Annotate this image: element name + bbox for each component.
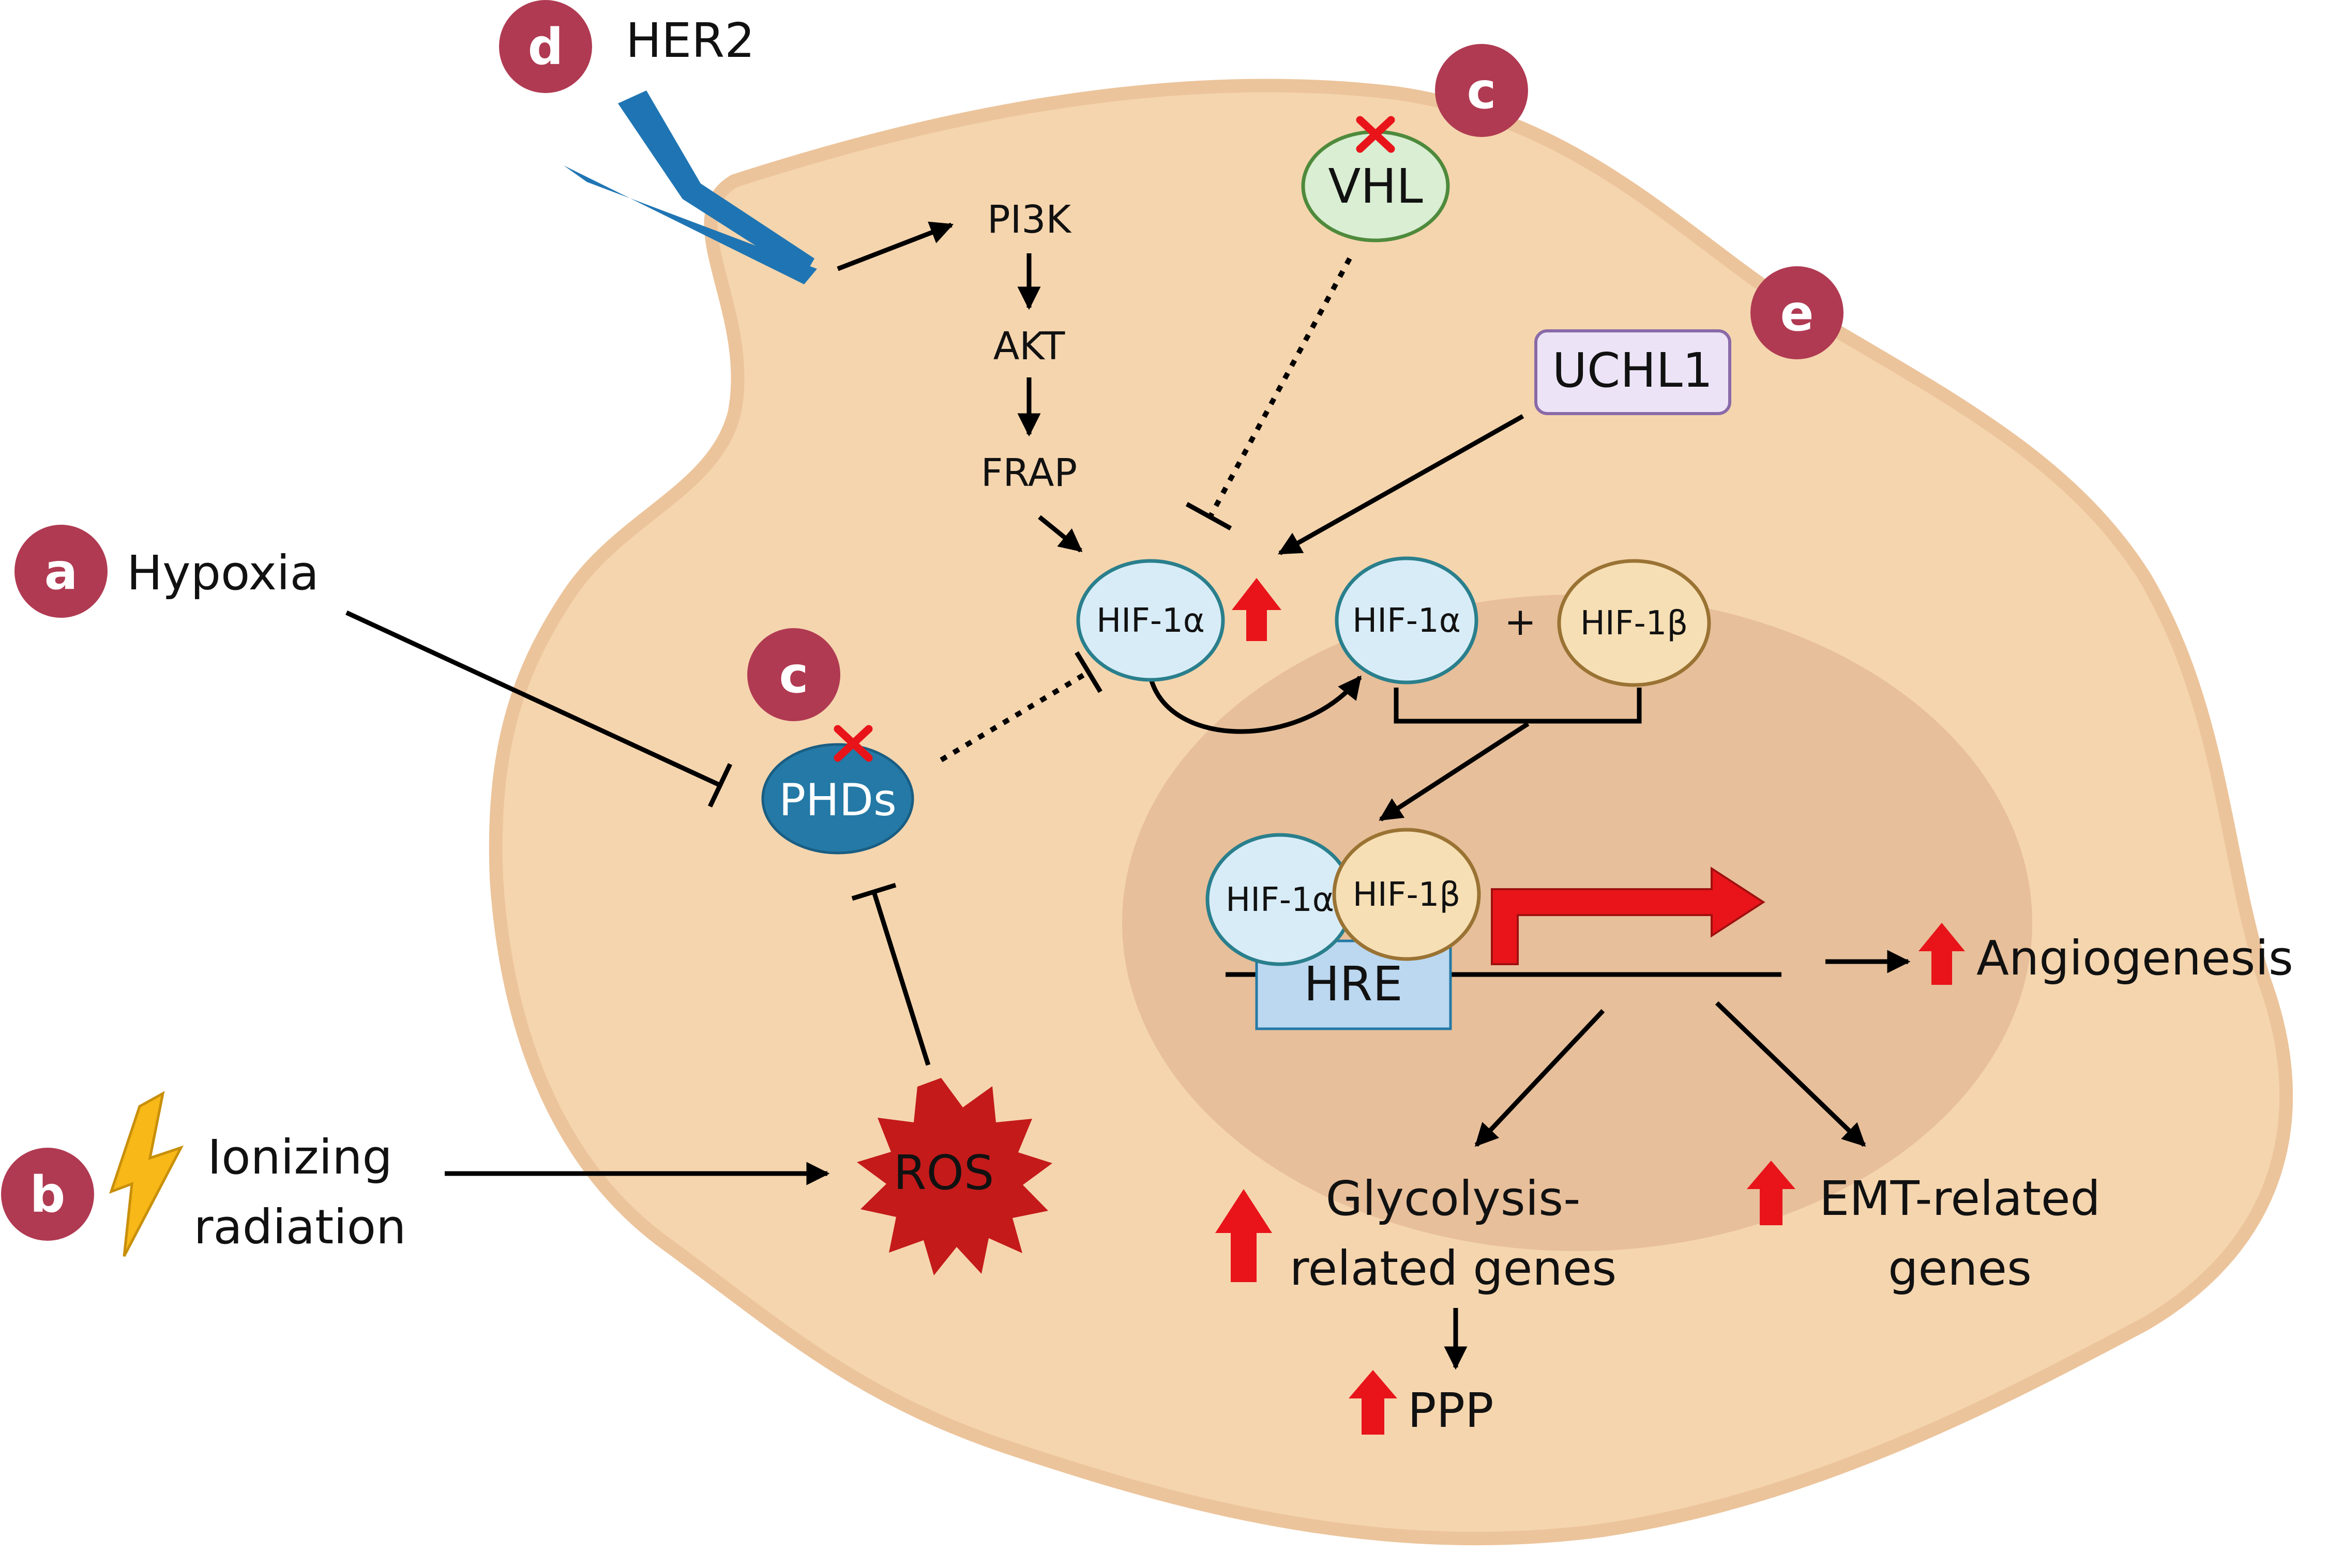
- badge-b: [1, 1148, 94, 1241]
- phds-label: PHDs: [779, 774, 897, 826]
- vhl-label: VHL: [1328, 159, 1423, 214]
- hif1a-nuclear-label: HIF-1α: [1352, 602, 1461, 640]
- emt-up-arrow-icon: [1747, 1161, 1795, 1225]
- badge-e-label: e: [1780, 284, 1814, 342]
- akt-label: AKT: [993, 324, 1065, 369]
- hif1a-bound-label: HIF-1α: [1226, 881, 1334, 919]
- phds-inhibits-hif1a-bar: [1075, 651, 1102, 693]
- hif1a-translocation-arrow: [1148, 675, 1362, 734]
- uchl1-label: UCHL1: [1552, 343, 1713, 398]
- to-glycolysis-arrow: [1474, 1009, 1605, 1147]
- hypoxia-label: Hypoxia: [127, 545, 319, 601]
- glycolysis-label-line1: Glycolysis-: [1326, 1171, 1581, 1226]
- badge-c-top: [1435, 44, 1528, 137]
- her2-receptor-icon: [564, 90, 817, 284]
- hif1b-nuclear-label: HIF-1β: [1580, 604, 1688, 643]
- plus-sign: +: [1504, 600, 1536, 644]
- badge-a: [14, 525, 108, 618]
- uchl1-node: [1534, 329, 1731, 415]
- hypoxia-inhibits-phds: [345, 610, 722, 788]
- transcription-arrow: [1491, 866, 1765, 965]
- angiogenesis-up-arrow-icon: [1918, 923, 1965, 985]
- ros-inhibits-phds: [871, 891, 931, 1066]
- angiogenesis-label: Angiogenesis: [1976, 931, 2293, 986]
- badge-c-left-label: c: [779, 646, 809, 704]
- badge-b-label: b: [30, 1166, 66, 1224]
- dimer-to-hre-arrow: [1379, 722, 1530, 821]
- hif1b-nuclear: [1557, 559, 1711, 687]
- ppp-label: PPP: [1408, 1383, 1493, 1438]
- her2-label: HER2: [626, 13, 755, 68]
- badge-c-left: [747, 628, 840, 721]
- hif1a-cytoplasm: [1076, 559, 1225, 682]
- badge-e: [1750, 266, 1844, 359]
- uchl1-to-hif1a-arrow: [1278, 414, 1524, 555]
- badge-a-label: a: [44, 543, 78, 601]
- hre-label: HRE: [1304, 956, 1402, 1012]
- hif1a-up-arrow-icon: [1232, 578, 1281, 641]
- vhl-inhibits-hif1a-bar: [1185, 502, 1232, 530]
- hypoxia-inhibits-phds-bar: [707, 763, 733, 808]
- vhl-inhibits-hif1a: [1207, 257, 1352, 519]
- pi3k-label: PI3K: [987, 197, 1072, 242]
- hif1b-bound: [1332, 828, 1481, 961]
- phds-node: [761, 743, 914, 855]
- ppp-up-arrow-icon: [1349, 1370, 1397, 1435]
- emt-label-line1: EMT-related: [1819, 1171, 2101, 1226]
- frap-label: FRAP: [981, 451, 1077, 495]
- badge-d: [499, 0, 592, 93]
- glycolysis-label-line2: related genes: [1290, 1241, 1617, 1296]
- lightning-bolt-icon: [109, 1091, 184, 1257]
- phds-cross-icon: [834, 725, 873, 762]
- dimer-bracket: [1394, 688, 1642, 724]
- glycolysis-up-arrow-icon: [1215, 1189, 1272, 1282]
- emt-label-line2: genes: [1888, 1241, 2032, 1296]
- ionizing-label: Ionizing: [207, 1130, 392, 1185]
- radiation-label: radiation: [194, 1199, 406, 1255]
- her2-to-pi3k-arrow: [837, 221, 954, 271]
- frap-to-hif1a-arrow: [1038, 515, 1083, 553]
- badge-c-top-label: c: [1467, 62, 1497, 120]
- hif1a-nuclear: [1335, 556, 1478, 684]
- hif1b-bound-label: HIF-1β: [1353, 876, 1460, 914]
- ros-inhibits-phds-bar: [851, 882, 897, 901]
- ros-burst: [857, 1078, 1052, 1275]
- badge-d-label: d: [528, 18, 564, 76]
- hif1a-cytoplasm-label: HIF-1α: [1096, 602, 1205, 640]
- to-emt-arrow: [1715, 1001, 1866, 1147]
- ros-label: ROS: [894, 1145, 994, 1200]
- vhl-cross-icon: [1356, 116, 1395, 153]
